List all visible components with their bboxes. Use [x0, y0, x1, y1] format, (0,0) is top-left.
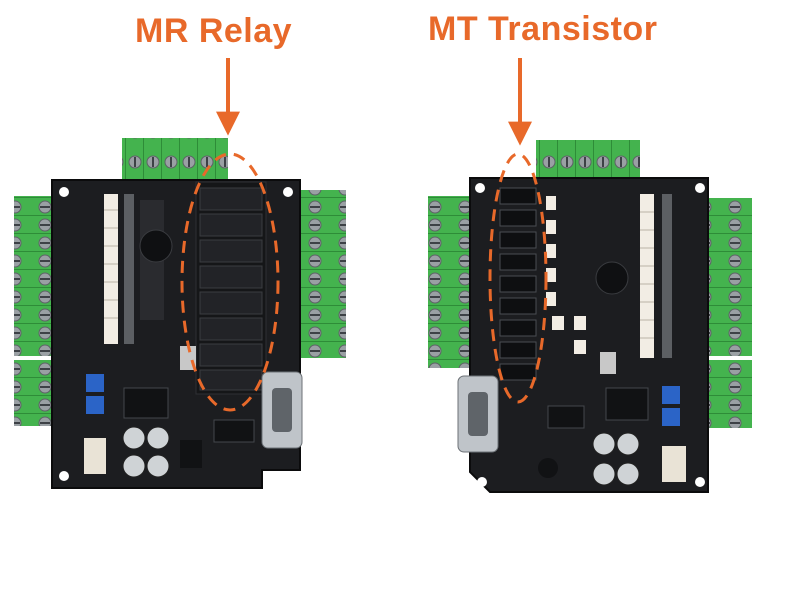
mount-hole [695, 477, 705, 487]
crystal [600, 352, 616, 374]
capacitor [122, 426, 146, 450]
relay-highlight-ellipse [180, 152, 280, 412]
mount-hole [59, 471, 69, 481]
potentiometer [86, 374, 104, 392]
capacitor [616, 432, 640, 456]
capacitor [122, 454, 146, 478]
capacitor [592, 432, 616, 456]
top-terminal-block [536, 140, 640, 184]
inductor [180, 440, 202, 468]
inductor [538, 458, 558, 478]
power-header [662, 446, 686, 482]
potentiometer [662, 408, 680, 426]
mount-hole [283, 187, 293, 197]
mt-transistor-board [428, 58, 752, 493]
capacitor [616, 462, 640, 486]
mr-relay-board [14, 58, 346, 489]
right-terminal-block-upper [708, 198, 752, 356]
mount-hole [475, 183, 485, 193]
mount-hole [695, 183, 705, 193]
input-optocouplers [640, 194, 672, 358]
power-header [84, 438, 106, 474]
mt-transistor-label: MT Transistor [428, 10, 658, 48]
top-terminal-block [122, 138, 228, 186]
relay-bank [195, 181, 267, 395]
microcontroller-chip [605, 387, 649, 421]
mount-hole [477, 477, 487, 487]
output-optocouplers [546, 196, 586, 354]
capacitor [146, 454, 170, 478]
battery-cell [595, 261, 629, 295]
potentiometer [86, 396, 104, 414]
mr-relay-label: MR Relay [135, 12, 293, 50]
transistor-highlight-ellipse [488, 152, 548, 404]
potentiometer [662, 386, 680, 404]
ic-chip [213, 419, 255, 443]
battery-cell [139, 229, 173, 263]
left-terminal-block [428, 196, 476, 368]
capacitor [146, 426, 170, 450]
mount-hole [59, 187, 69, 197]
right-terminal-block [300, 190, 346, 358]
ic-chip [547, 405, 585, 429]
capacitor [592, 462, 616, 486]
microcontroller-chip [123, 387, 169, 419]
transistor-bank [499, 187, 537, 381]
right-terminal-block-lower [708, 360, 752, 428]
